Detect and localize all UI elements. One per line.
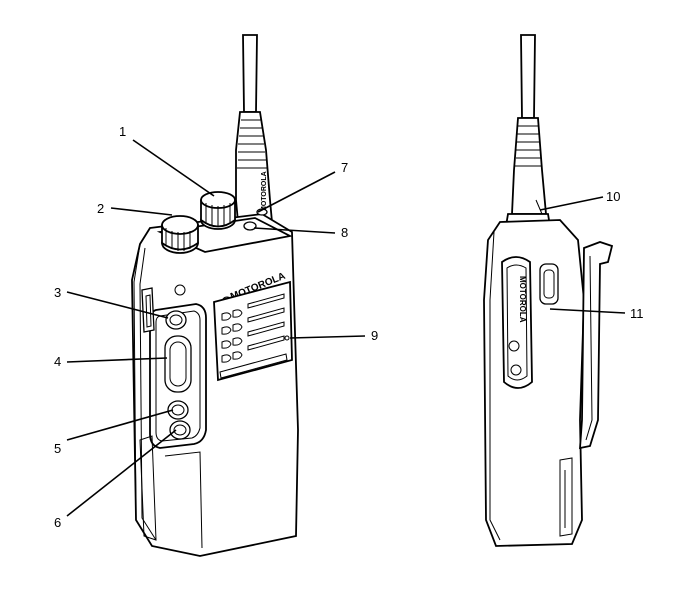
accessory-connector	[539, 263, 559, 305]
callout-9: 9	[371, 328, 378, 343]
side-housing	[483, 219, 585, 547]
side-antenna	[511, 34, 547, 215]
push-to-talk-button[interactable]	[164, 335, 192, 393]
monitor-button[interactable]	[169, 420, 191, 440]
callout-8: 8	[341, 225, 348, 240]
microphone	[284, 335, 290, 341]
callout-10: 10	[606, 189, 620, 204]
speaker-grille	[213, 280, 293, 382]
callout-5: 5	[54, 441, 61, 456]
side-brand-text: MOTOROLA	[518, 276, 527, 323]
volume-knob[interactable]	[161, 215, 199, 254]
callout-4: 4	[54, 354, 61, 369]
front-radio: MOTOROLA	[131, 34, 299, 557]
side-radio: MOTOROLA	[483, 34, 614, 547]
callout-leaders	[66, 139, 626, 517]
side-button-1[interactable]	[165, 310, 187, 330]
belt-clip	[579, 241, 614, 450]
antenna-brand-text: MOTOROLA	[261, 171, 268, 212]
led-indicator	[243, 221, 257, 231]
channel-selector-knob[interactable]	[200, 191, 236, 230]
callout-6: 6	[54, 515, 61, 530]
callout-1: 1	[119, 124, 126, 139]
callout-11: 11	[630, 306, 644, 321]
callout-2: 2	[97, 201, 104, 216]
callout-numbers: 1 2 3 4 5 6 7 8 9 10 11	[54, 124, 644, 530]
front-antenna: MOTOROLA	[235, 34, 273, 223]
callout-3: 3	[54, 285, 61, 300]
callout-7: 7	[341, 160, 348, 175]
